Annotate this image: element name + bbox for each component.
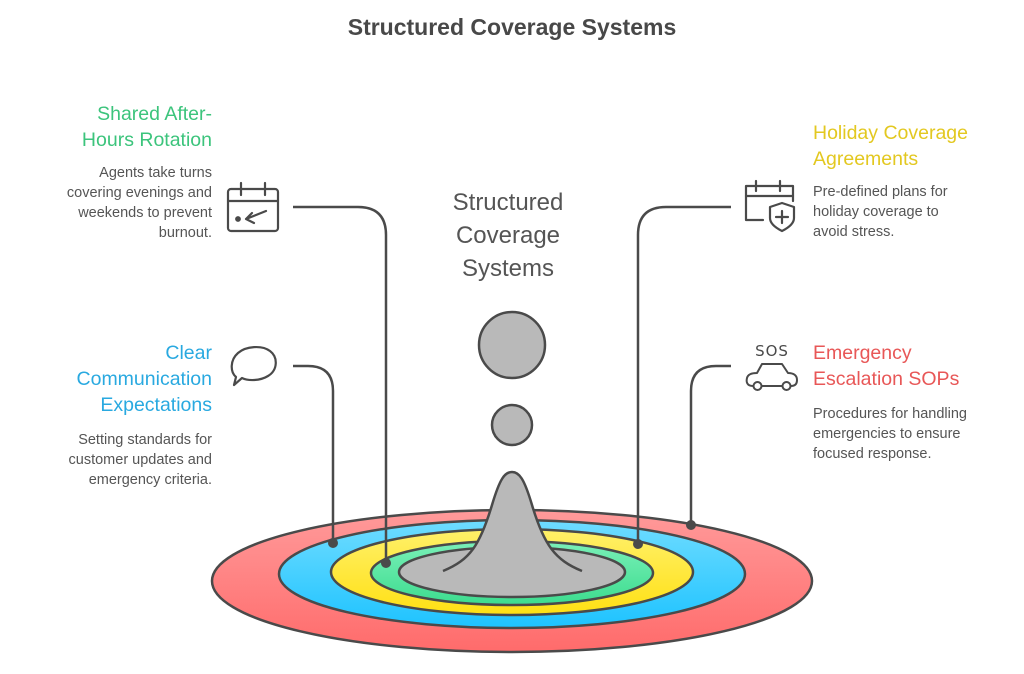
connector-dot-green — [381, 558, 391, 568]
item-heading-line: Clear — [165, 342, 212, 364]
item-description: Pre-defined plans for holiday coverage t… — [813, 182, 1013, 242]
item-description-line: customer updates and — [68, 452, 212, 468]
item-description-line: Agents take turns — [99, 165, 212, 181]
item-heading-line: Shared After- — [97, 103, 212, 125]
droplet-large — [477, 310, 547, 380]
item-shared-after-hours-rotation: Shared After- Hours Rotation Agents take… — [12, 101, 212, 243]
item-heading-line: Communication — [76, 368, 212, 390]
item-description-line: Setting standards for — [78, 432, 212, 448]
item-description-line: burnout. — [158, 225, 212, 241]
droplet-small — [490, 403, 534, 447]
connector-clear-communication-expectations — [293, 364, 335, 543]
sos-icon-text: SOS — [755, 342, 789, 360]
central-peak — [443, 472, 582, 580]
item-heading-line: Expectations — [100, 394, 212, 416]
connector-dot-yellow — [633, 539, 643, 549]
item-clear-communication-expectations: Clear Communication Expectations Setting… — [12, 340, 212, 490]
item-holiday-coverage-agreements: Holiday Coverage Agreements Pre-defined … — [813, 120, 1013, 242]
connector-dot-red — [686, 520, 696, 530]
item-description: Agents take turns covering evenings and … — [12, 163, 212, 243]
item-description-line: Procedures for handling — [813, 406, 967, 422]
calendar-shield-icon — [744, 179, 796, 233]
calendar-arrow-icon — [226, 181, 280, 233]
center-label-line: Structured — [452, 189, 564, 216]
item-heading: Shared After- Hours Rotation — [12, 101, 212, 153]
item-heading-line: Escalation SOPs — [813, 368, 960, 390]
item-description-line: covering evenings and — [66, 185, 212, 201]
center-label: Structured Coverage Systems — [408, 186, 608, 285]
speech-bubble-icon — [230, 346, 277, 387]
item-heading: Holiday Coverage Agreements — [813, 120, 1013, 172]
item-description-line: emergencies to ensure — [813, 426, 961, 442]
item-heading: Clear Communication Expectations — [12, 340, 212, 418]
item-heading-line: Hours Rotation — [81, 129, 212, 151]
item-description: Setting standards for customer updates a… — [12, 430, 212, 490]
connector-holiday-coverage-agreements — [636, 205, 731, 544]
item-heading: Emergency Escalation SOPs — [813, 340, 1013, 392]
connector-dot-blue — [328, 538, 338, 548]
item-heading-line: Agreements — [813, 148, 919, 170]
item-description-line: Pre-defined plans for — [813, 184, 948, 200]
item-description-line: avoid stress. — [813, 224, 895, 240]
central-peak-outline — [442, 470, 583, 573]
item-description-line: weekends to prevent — [78, 205, 212, 221]
connector-emergency-escalation-sops — [689, 364, 731, 525]
sos-car-icon: SOS — [745, 342, 798, 391]
item-emergency-escalation-sops: Emergency Escalation SOPs Procedures for… — [813, 340, 1013, 464]
item-description-line: holiday coverage to — [813, 204, 939, 220]
item-heading-line: Holiday Coverage — [813, 122, 969, 144]
item-description: Procedures for handling emergencies to e… — [813, 404, 1013, 464]
diagram-title: Structured Coverage Systems — [347, 14, 677, 40]
item-description-line: emergency criteria. — [88, 472, 212, 488]
item-heading-line: Emergency — [813, 342, 912, 364]
center-label-line: Systems — [461, 255, 554, 282]
item-description-line: focused response. — [813, 446, 932, 462]
connector-shared-after-hours-rotation — [293, 205, 388, 563]
center-label-line: Coverage — [455, 222, 561, 249]
